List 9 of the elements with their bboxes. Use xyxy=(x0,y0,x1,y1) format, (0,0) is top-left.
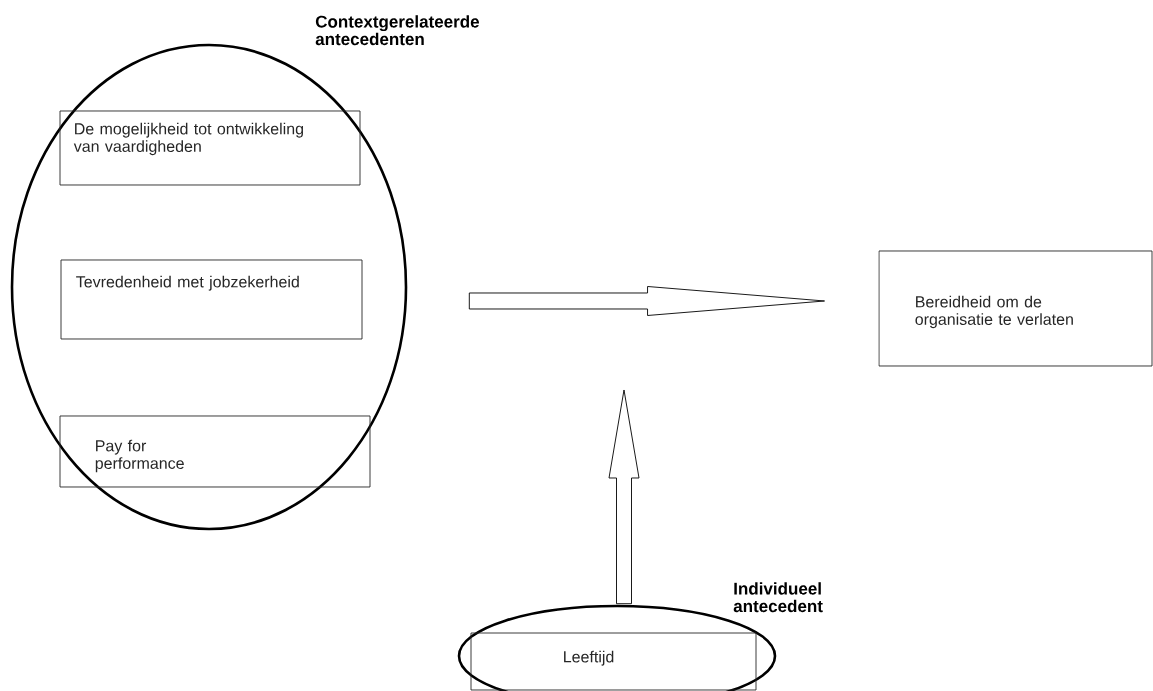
block-arrow xyxy=(608,389,640,605)
block-arrow xyxy=(468,286,825,316)
text-box: De mogelijkheid tot ontwikkeling van vaardigheden xyxy=(59,110,361,186)
group-heading: Individueel antecedent xyxy=(733,582,823,613)
text-box: Pay for performance xyxy=(59,415,371,488)
text-box: Tevredenheid met jobzekerheid xyxy=(60,259,363,340)
text-box: Bereidheid om de organisatie te verlaten xyxy=(878,250,1153,367)
text-box: Leeftijd xyxy=(470,632,757,691)
group-heading: Contextgerelateerde antecedenten xyxy=(315,15,479,46)
